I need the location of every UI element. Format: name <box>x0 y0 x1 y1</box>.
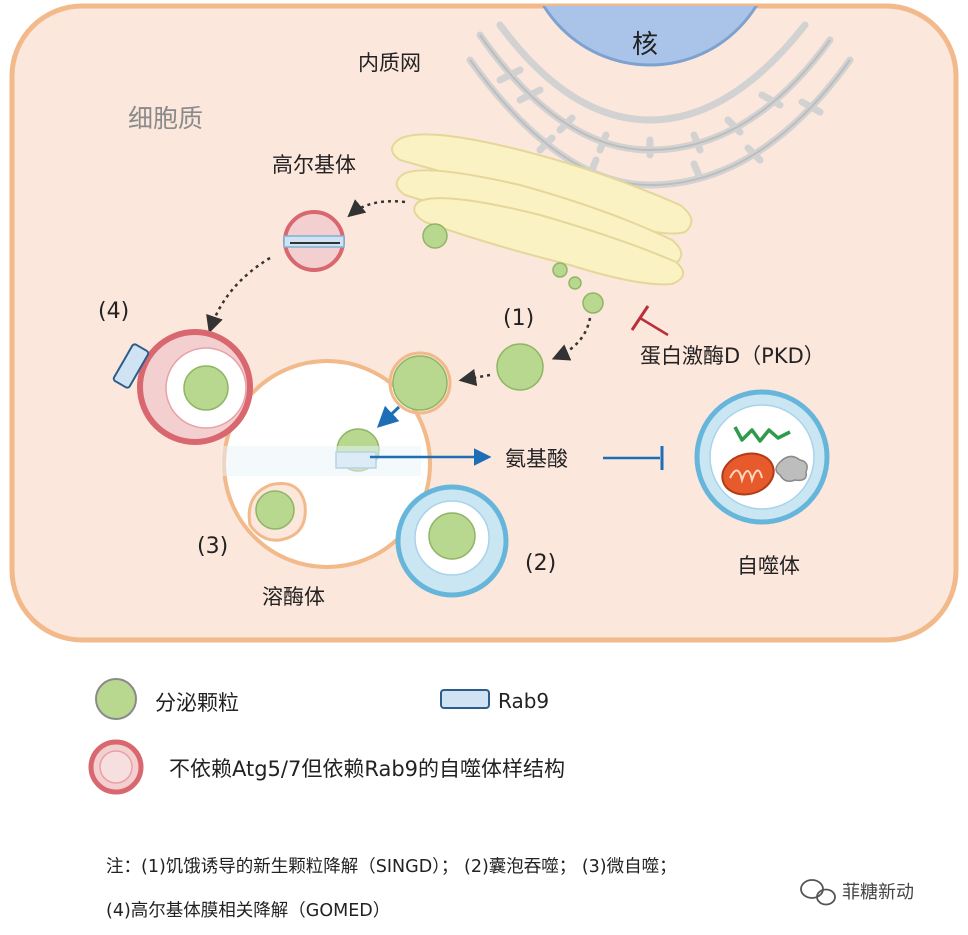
legend-granule-swatch <box>95 678 137 720</box>
pkd-inhibit-line <box>639 316 669 337</box>
step1-label: (1) <box>503 306 534 331</box>
nucleus <box>523 6 777 67</box>
arrow-red-vesicle-to-large <box>206 256 271 334</box>
secretory-granule-4 <box>183 365 229 411</box>
legend-atg-label: 不依赖Atg5/7但依赖Rab9的自噬体样结构 <box>169 757 565 781</box>
pkd-label: 蛋白激酶D（PKD） <box>640 344 825 368</box>
step2-label: (2) <box>525 551 556 576</box>
nucleus-label: 核 <box>632 30 658 60</box>
step4-label: (4) <box>98 299 129 324</box>
secretory-granule-3 <box>255 490 295 530</box>
lysosome-label: 溶酶体 <box>262 585 325 609</box>
step3-label: (3) <box>197 534 228 559</box>
pkd-inhibit-bar <box>630 305 650 331</box>
note-line-1: 注：(1)饥饿诱导的新生颗粒降解（SINGD）； (2)囊泡吞噬； (3)微自噬… <box>106 857 677 877</box>
legend-rab9-swatch <box>440 689 490 709</box>
golgi-vesicles <box>422 223 604 314</box>
secretory-granule-1 <box>496 343 544 391</box>
arrow-granule-to-lysosome <box>458 368 491 387</box>
aggregate <box>775 455 808 482</box>
legend-rab9-label: Rab9 <box>498 689 549 713</box>
lysosome-entry-membrane <box>388 351 452 415</box>
arrow-golgi-to-granule <box>551 317 592 361</box>
wechat-icon <box>800 879 836 906</box>
protein-squiggle <box>733 426 791 443</box>
arrow-into-lysosome <box>376 405 401 428</box>
er-label: 内质网 <box>358 51 421 75</box>
legend-granule-label: 分泌颗粒 <box>155 691 239 715</box>
rab9-on-red-vesicle <box>283 235 345 248</box>
secretory-granule-2 <box>428 512 476 560</box>
amino-acid-label: 氨基酸 <box>505 447 568 471</box>
watermark-text: 菲糖新动 <box>842 882 914 903</box>
cytoplasm-label: 细胞质 <box>128 104 203 133</box>
autophagosome-label: 自噬体 <box>737 554 800 578</box>
rab9-on-large-vesicle <box>112 343 150 389</box>
secretory-granule-entering <box>392 355 448 411</box>
note-line-2: (4)高尔基体膜相关降解（GOMED） <box>106 901 390 921</box>
golgi-label: 高尔基体 <box>272 153 356 177</box>
mitochondrion <box>721 452 775 496</box>
golgi-apparatus <box>391 133 693 286</box>
